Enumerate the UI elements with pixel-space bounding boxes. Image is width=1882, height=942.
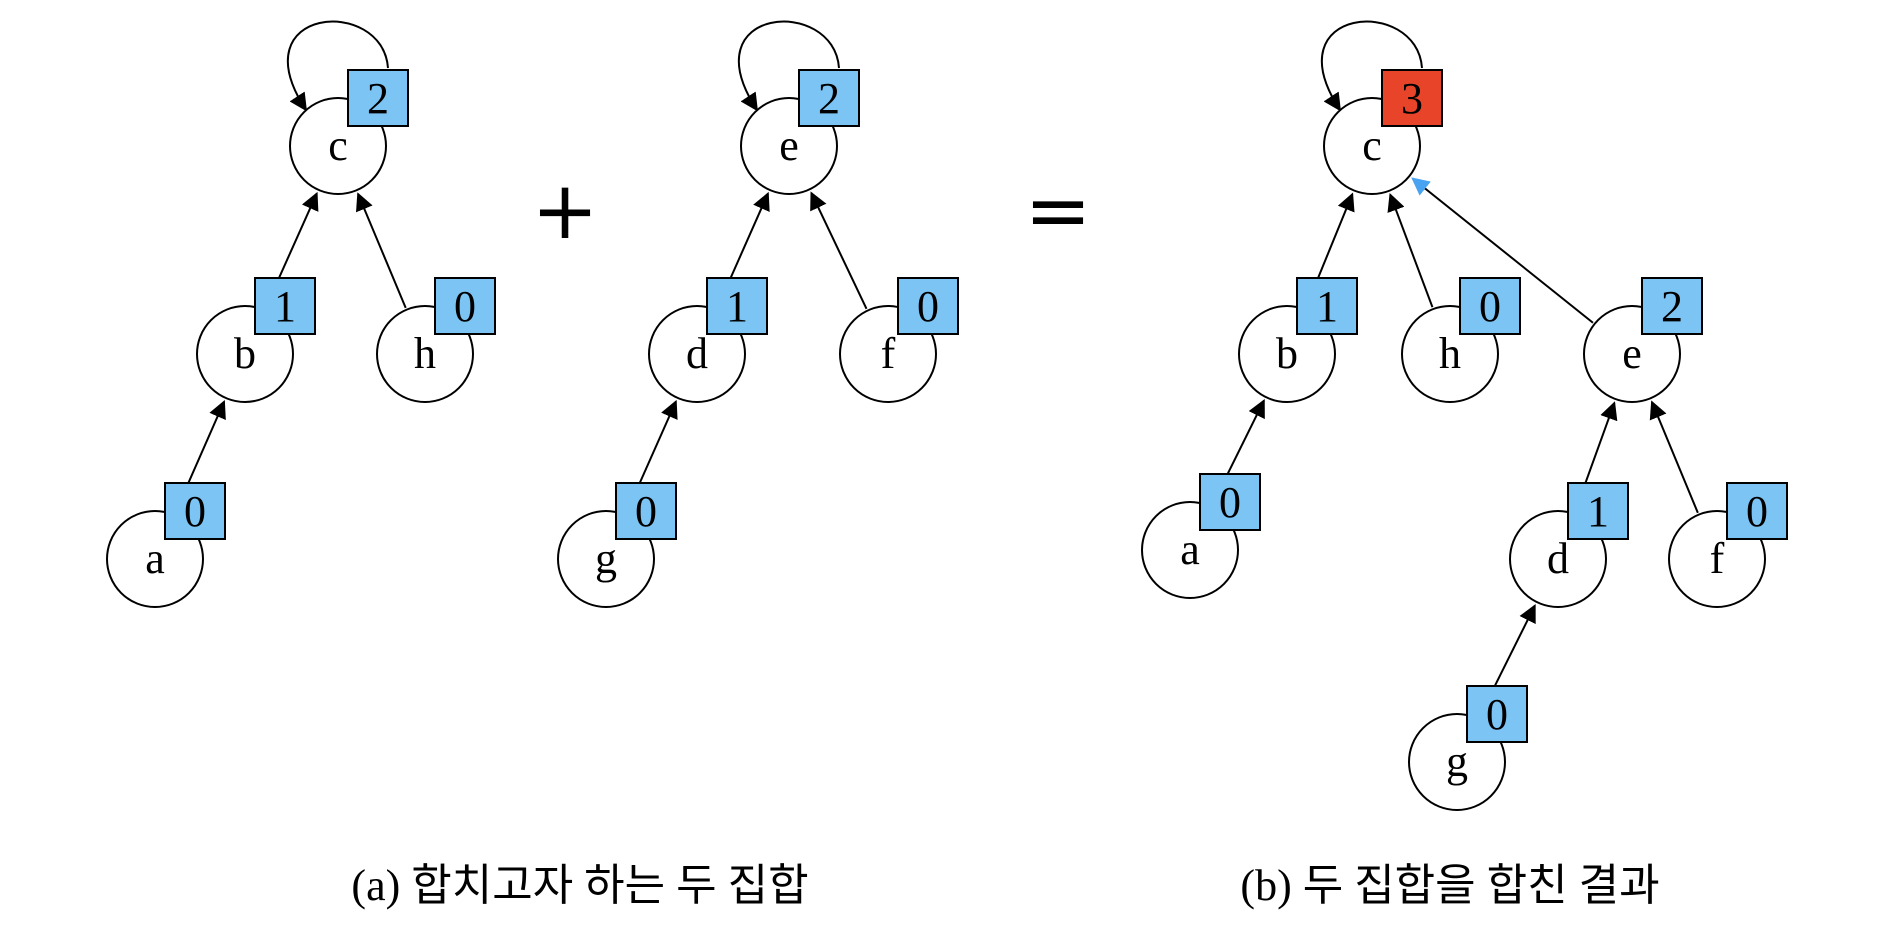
plus-operator: + bbox=[531, 164, 598, 257]
equals-operator: = bbox=[1024, 164, 1091, 257]
rank-box bbox=[897, 277, 959, 335]
node-middle-d: d1 bbox=[648, 277, 768, 403]
self-loop-middle-e bbox=[738, 20, 840, 112]
node-label: b bbox=[1276, 329, 1298, 378]
rank-value: 2 bbox=[818, 74, 840, 123]
rank-value: 1 bbox=[726, 282, 748, 331]
union-edge-e-to-c bbox=[1411, 177, 1594, 324]
node-right-a: a0 bbox=[1141, 473, 1261, 599]
node-label: a bbox=[145, 534, 165, 583]
node-label: d bbox=[686, 329, 708, 378]
node-middle-f: f0 bbox=[839, 277, 959, 403]
self-loop-left-c bbox=[287, 20, 389, 112]
node-middle-g: g0 bbox=[557, 482, 677, 608]
edge-right-f-to-e bbox=[1649, 400, 1699, 514]
rank-value: 0 bbox=[454, 282, 476, 331]
rank-value: 0 bbox=[1219, 478, 1241, 527]
node-label: h bbox=[414, 329, 436, 378]
rank-box bbox=[1641, 277, 1703, 335]
node-left-c: c2 bbox=[289, 69, 409, 195]
node-right-b: b1 bbox=[1238, 277, 1358, 403]
caption-b: (b) 두 집합을 합친 결과 bbox=[1240, 861, 1659, 910]
rank-box bbox=[347, 69, 409, 127]
node-label: b bbox=[234, 329, 256, 378]
node-right-h: h0 bbox=[1401, 277, 1521, 403]
node-right-c: c3 bbox=[1323, 69, 1443, 195]
rank-box bbox=[1459, 277, 1521, 335]
rank-value: 2 bbox=[1661, 282, 1683, 331]
rank-value: 2 bbox=[367, 74, 389, 123]
caption-a: (a) 합치고자 하는 두 집합 bbox=[351, 861, 808, 910]
rank-box bbox=[1567, 482, 1629, 540]
node-label: c bbox=[328, 121, 348, 170]
node-left-h: h0 bbox=[376, 277, 496, 403]
rank-value: 1 bbox=[274, 282, 296, 331]
node-right-g: g0 bbox=[1408, 685, 1528, 811]
rank-box bbox=[798, 69, 860, 127]
node-label: f bbox=[881, 329, 896, 378]
rank-value: 0 bbox=[917, 282, 939, 331]
rank-value: 0 bbox=[1486, 690, 1508, 739]
rank-box-highlight bbox=[1381, 69, 1443, 127]
node-label: a bbox=[1180, 525, 1200, 574]
node-right-e: e2 bbox=[1583, 277, 1703, 403]
rank-value: 1 bbox=[1587, 487, 1609, 536]
node-left-b: b1 bbox=[196, 277, 316, 403]
node-middle-e: e2 bbox=[740, 69, 860, 195]
rank-box bbox=[1466, 685, 1528, 743]
node-label: c bbox=[1362, 121, 1382, 170]
node-label: d bbox=[1547, 534, 1569, 583]
rank-box bbox=[434, 277, 496, 335]
node-label: e bbox=[1622, 329, 1642, 378]
node-right-d: d1 bbox=[1509, 482, 1629, 608]
rank-value: 0 bbox=[184, 487, 206, 536]
rank-box bbox=[706, 277, 768, 335]
node-right-f: f0 bbox=[1668, 482, 1788, 608]
node-left-a: a0 bbox=[106, 482, 226, 608]
self-loop-right-c bbox=[1321, 20, 1423, 112]
rank-value: 1 bbox=[1316, 282, 1338, 331]
rank-value: 0 bbox=[1479, 282, 1501, 331]
node-label: g bbox=[595, 534, 617, 583]
rank-box bbox=[1296, 277, 1358, 335]
rank-box bbox=[1199, 473, 1261, 531]
rank-box bbox=[615, 482, 677, 540]
rank-box bbox=[164, 482, 226, 540]
node-label: f bbox=[1710, 534, 1725, 583]
node-label: h bbox=[1439, 329, 1461, 378]
rank-value: 0 bbox=[635, 487, 657, 536]
rank-value: 0 bbox=[1746, 487, 1768, 536]
edge-right-h-to-c bbox=[1387, 193, 1434, 308]
node-label: e bbox=[779, 121, 799, 170]
node-label: g bbox=[1446, 737, 1468, 786]
rank-box bbox=[1726, 482, 1788, 540]
rank-box bbox=[254, 277, 316, 335]
rank-value: 3 bbox=[1401, 74, 1423, 123]
edge-middle-f-to-e bbox=[810, 191, 868, 310]
edge-left-h-to-c bbox=[356, 192, 407, 309]
